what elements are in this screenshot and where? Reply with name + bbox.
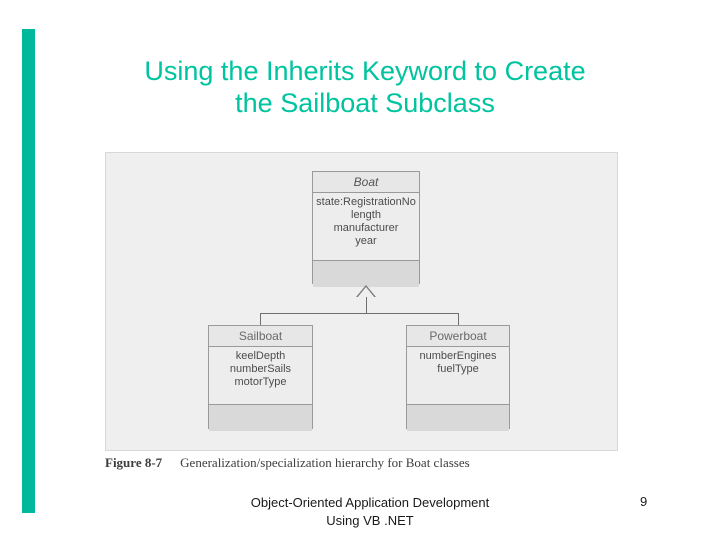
figure-caption: Figure 8-7 Generalization/specialization …	[105, 455, 625, 471]
attribute-keel-depth: keelDepth	[235, 350, 286, 362]
figure-caption-text: Generalization/specialization hierarchy …	[180, 455, 470, 470]
page-title-line2: the Sailboat Subclass	[235, 88, 495, 118]
uml-class-sailboat-attributes: keelDepth numberSails motorType	[209, 347, 312, 405]
uml-class-sailboat-operations	[209, 405, 312, 431]
accent-bar	[22, 29, 35, 513]
uml-class-powerboat-operations	[407, 405, 509, 431]
connector-vertical-powerboat	[458, 313, 459, 325]
uml-class-powerboat-attributes: numberEngines fuelType	[407, 347, 509, 405]
connector-vertical-sailboat	[260, 313, 261, 325]
connector-horizontal-bus	[260, 313, 458, 314]
uml-class-powerboat-name: Powerboat	[407, 326, 509, 347]
connector-vertical-main	[366, 297, 367, 313]
page-number: 9	[640, 494, 648, 509]
attribute-state-registration-no: state:RegistrationNo	[316, 196, 416, 208]
slide-footer-line1: Object-Oriented Application Development	[250, 495, 490, 510]
uml-class-sailboat: Sailboat keelDepth numberSails motorType	[208, 325, 313, 431]
uml-class-sailboat-name: Sailboat	[209, 326, 312, 347]
uml-class-boat-name: Boat	[313, 172, 419, 193]
page-title: Using the Inherits Keyword to Create the…	[60, 55, 670, 119]
attribute-motor-type: motorType	[234, 376, 287, 388]
generalization-arrow-icon	[357, 287, 375, 298]
attribute-number-sails: numberSails	[229, 363, 292, 375]
slide-footer-line2: Using VB .NET	[326, 513, 414, 528]
uml-class-boat: Boat state:RegistrationNo length manufac…	[312, 171, 420, 287]
attribute-fuel-type: fuelType	[437, 363, 479, 375]
uml-diagram: Boat state:RegistrationNo length manufac…	[105, 152, 618, 451]
attribute-number-engines: numberEngines	[419, 350, 497, 362]
uml-class-powerboat: Powerboat numberEngines fuelType	[406, 325, 510, 431]
attribute-year: year	[355, 235, 377, 247]
uml-class-boat-operations	[313, 261, 419, 287]
slide-footer: Object-Oriented Application Development …	[160, 494, 580, 530]
figure-caption-label: Figure 8-7	[105, 455, 163, 470]
uml-class-boat-attributes: state:RegistrationNo length manufacturer…	[313, 193, 419, 261]
attribute-length: length	[351, 209, 381, 221]
attribute-manufacturer: manufacturer	[333, 222, 399, 234]
page-title-line1: Using the Inherits Keyword to Create	[144, 56, 586, 86]
